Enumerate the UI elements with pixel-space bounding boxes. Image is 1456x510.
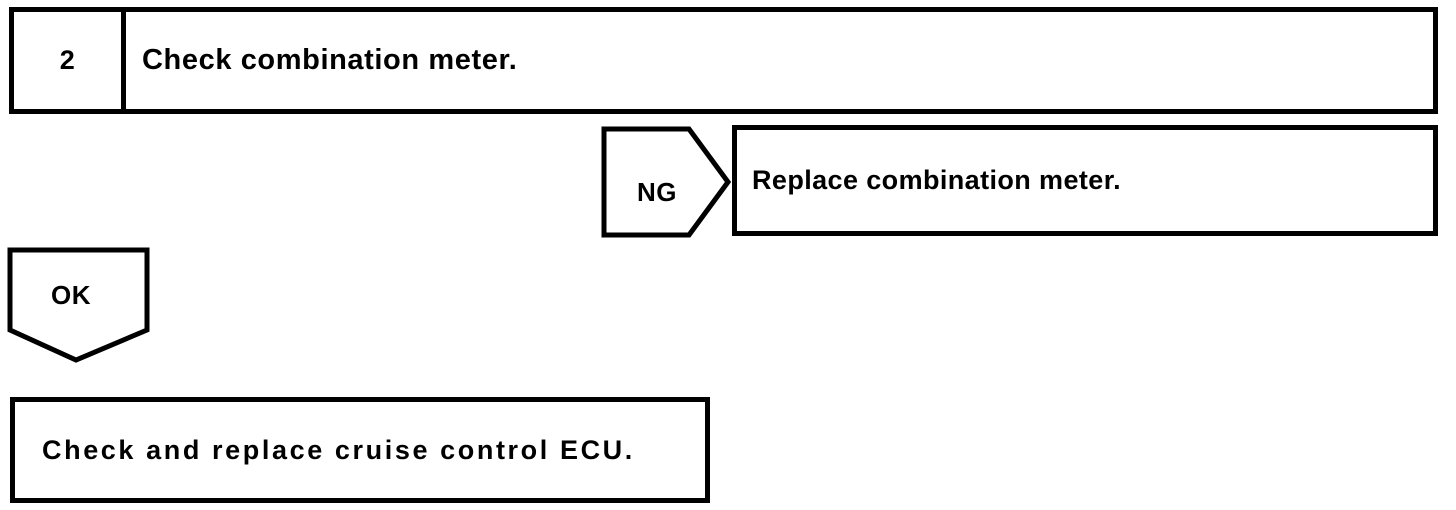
pentagon-right-icon	[601, 126, 732, 238]
step-number: 2	[59, 45, 76, 75]
judgement-ok-label: OK	[51, 280, 91, 310]
step-row: 2 Check combination meter.	[9, 7, 1438, 114]
pentagon-down-icon	[7, 247, 150, 363]
result-box-check-ecu: Check and replace cruise control ECU.	[10, 397, 710, 503]
step-instruction: Check combination meter.	[142, 44, 518, 76]
result-box-replace-meter: Replace combination meter.	[732, 125, 1438, 236]
step-number-cell: 2	[14, 12, 126, 109]
judgement-ng: NG	[601, 126, 732, 238]
result-text-check-ecu: Check and replace cruise control ECU.	[42, 434, 635, 465]
step-instruction-cell: Check combination meter.	[126, 12, 1433, 109]
judgement-ng-label: NG	[637, 177, 677, 207]
judgement-ok: OK	[7, 247, 151, 363]
result-text-replace-meter: Replace combination meter.	[752, 165, 1122, 195]
